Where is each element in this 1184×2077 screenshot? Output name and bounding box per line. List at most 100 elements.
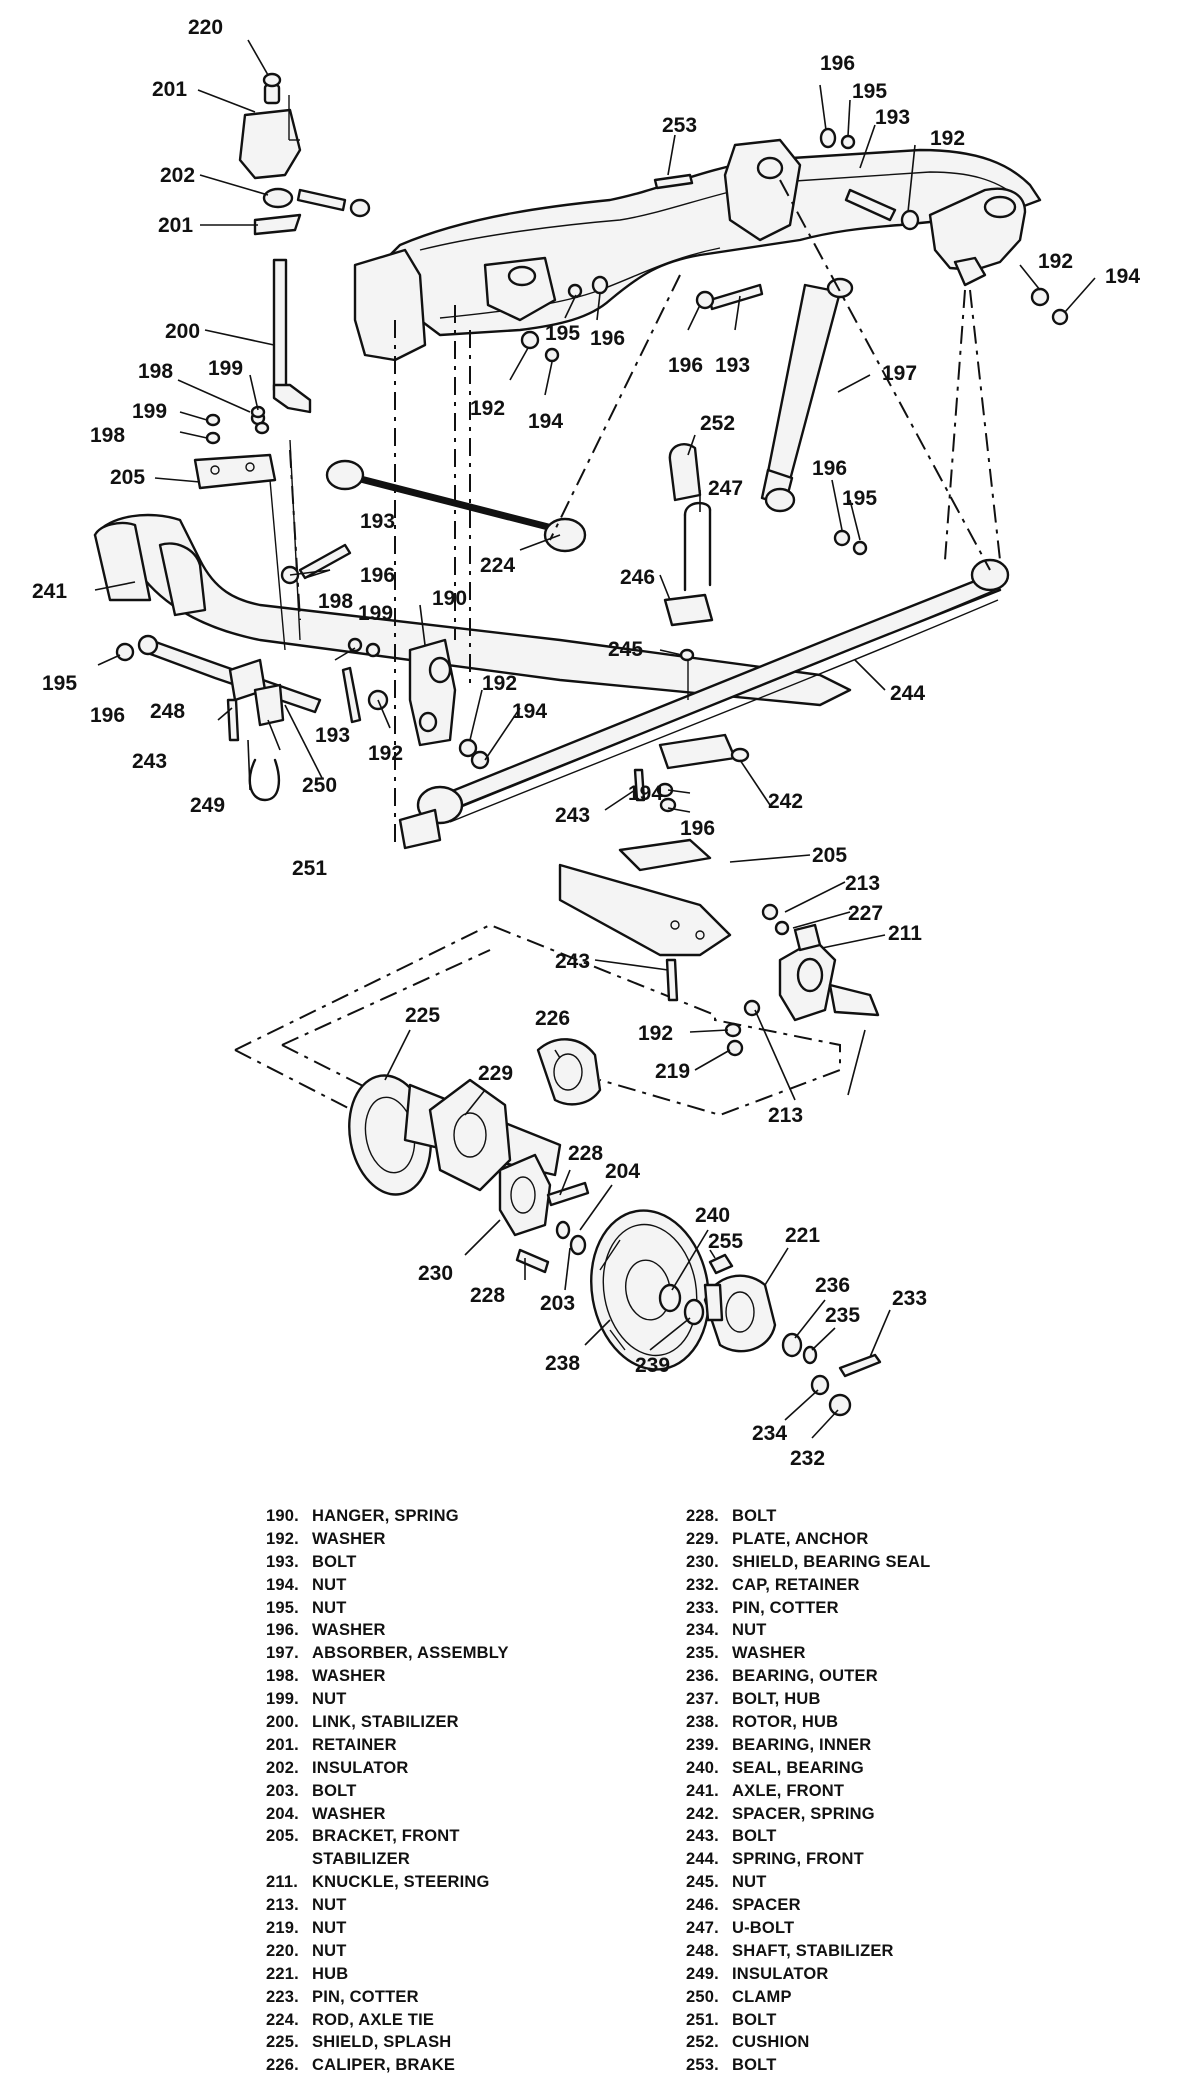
stabilizer-link-rod (272, 258, 312, 414)
leader-lines (94, 39, 1096, 1439)
anchor-plate (428, 1078, 512, 1192)
legend-item: 230.SHIELD, BEARING SEAL (686, 1551, 930, 1574)
callout-195: 195 (852, 80, 887, 103)
callout-192: 192 (930, 127, 965, 150)
legend-number: 202. (266, 1758, 299, 1777)
legend-name: INSULATOR (732, 1964, 829, 1983)
callout-198: 198 (318, 590, 353, 613)
callout-232: 232 (790, 1447, 825, 1470)
callout-193: 193 (360, 510, 395, 533)
callout-247: 247 (708, 477, 743, 500)
legend-item: 226.CALIPER, BRAKE (266, 2054, 509, 2077)
callout-213: 213 (845, 872, 880, 895)
spring-hanger-lower (408, 638, 457, 747)
legend-name: AXLE, FRONT (732, 1781, 845, 1800)
callout-229: 229 (478, 1062, 513, 1085)
legend-number: 197. (266, 1644, 299, 1663)
wheel-hub (703, 1274, 777, 1353)
axle-tie-rod (325, 459, 587, 553)
callout-195: 195 (842, 487, 877, 510)
legend-name: CUSHION (732, 2033, 810, 2052)
legend-name: BOLT (312, 1552, 357, 1571)
callout-244: 244 (890, 682, 925, 705)
legend-name: BOLT (732, 1507, 777, 1525)
callout-245: 245 (608, 638, 643, 661)
callout-242: 242 (768, 790, 803, 813)
steering-knuckle (778, 938, 880, 1022)
legend-name: WASHER (732, 1644, 806, 1663)
callout-233: 233 (892, 1287, 927, 1310)
cotter-pin (838, 1353, 882, 1378)
legend-name: KNUCKLE, STEERING (312, 1873, 490, 1892)
legend-item: 211.KNUCKLE, STEERING (266, 1871, 509, 1894)
legend-item: 252.CUSHION (686, 2031, 930, 2054)
callout-198: 198 (138, 360, 173, 383)
legend-item: 219.NUT (266, 1917, 509, 1940)
legend-item: 221.HUB (266, 1963, 509, 1986)
legend-name: SPRING, FRONT (732, 1850, 864, 1869)
legend-number: 221. (266, 1964, 299, 1983)
legend-name: BOLT (312, 1781, 357, 1800)
legend-item: 196.WASHER (266, 1619, 509, 1642)
callout-252: 252 (700, 412, 735, 435)
legend-item: 192.WASHER (266, 1528, 509, 1551)
legend-number: 236. (686, 1667, 719, 1686)
legend-name: NUT (312, 1919, 347, 1938)
legend-name: BOLT (732, 2010, 777, 2029)
legend-number: 237. (686, 1690, 719, 1709)
legend-number: 213. (266, 1896, 299, 1915)
legend-number: 234. (686, 1621, 719, 1640)
callout-239: 239 (635, 1354, 670, 1377)
legend-number: 194. (266, 1575, 299, 1594)
legend-number: 232. (686, 1575, 719, 1594)
callout-219: 219 (655, 1060, 690, 1083)
legend-number: 238. (686, 1713, 719, 1732)
legend-item: 253.BOLT (686, 2054, 930, 2077)
legend-name: BOLT, HUB (732, 1690, 821, 1709)
bearing-seal-shield (498, 1153, 552, 1237)
callout-198: 198 (90, 424, 125, 447)
callout-200: 200 (165, 320, 200, 343)
legend-name: SPACER (732, 1896, 801, 1915)
legend-item: 194. NUT (266, 1574, 509, 1597)
legend-column-left: 190.HANGER, SPRING 192.WASHER 193.BOLT 1… (266, 1505, 509, 2077)
legend-number: 251. (686, 2010, 719, 2029)
legend-name: WASHER (312, 1804, 386, 1823)
hub-bolt (708, 1253, 734, 1275)
callout-236: 236 (815, 1274, 850, 1297)
legend-number: 198. (266, 1667, 299, 1686)
parts-legend: 190.HANGER, SPRING 192.WASHER 193.BOLT 1… (0, 1505, 1184, 2074)
callout-197: 197 (882, 362, 917, 385)
callout-230: 230 (418, 1262, 453, 1285)
legend-number: 193. (266, 1552, 299, 1571)
legend-number: 190. (266, 1507, 299, 1525)
legend-item: 205.BRACKET, FRONT (266, 1825, 509, 1848)
legend-item: 228. BOLT (686, 1505, 930, 1528)
legend-name: SHIELD, BEARING SEAL (732, 1552, 931, 1571)
legend-name: WASHER (312, 1667, 386, 1686)
legend-item: 243.BOLT (686, 1825, 930, 1848)
legend-number: 228. (686, 1507, 719, 1525)
legend-item: 195.NUT (266, 1597, 509, 1620)
legend-number: 247. (686, 1919, 719, 1938)
legend-number: 199. (266, 1690, 299, 1709)
legend-number: 241. (686, 1781, 719, 1800)
legend-name: SHIELD, SPLASH (312, 2033, 452, 2052)
legend-name: NUT (312, 1598, 347, 1617)
callout-243: 243 (555, 804, 590, 827)
callout-226: 226 (535, 1007, 570, 1030)
callout-196: 196 (812, 457, 847, 480)
legend-item: 193. BOLT (266, 1551, 509, 1574)
callout-201: 201 (158, 214, 193, 237)
legend-item: 233.PIN, COTTER (686, 1597, 930, 1620)
legend-column-right: 228.BOLT 229.PLATE, ANCHOR 230.SHIELD, B… (686, 1505, 930, 2077)
legend-item: 235.WASHER (686, 1642, 930, 1665)
legend-number: 225. (266, 2033, 299, 2052)
legend-name: BEARING, OUTER (732, 1667, 878, 1686)
legend-number: 244. (686, 1850, 719, 1869)
brake-caliper (536, 1038, 602, 1106)
callout-199: 199 (358, 602, 393, 625)
spindle-nut (810, 1374, 830, 1396)
legend-name: NUT (312, 1575, 347, 1594)
callout-250: 250 (302, 774, 337, 797)
